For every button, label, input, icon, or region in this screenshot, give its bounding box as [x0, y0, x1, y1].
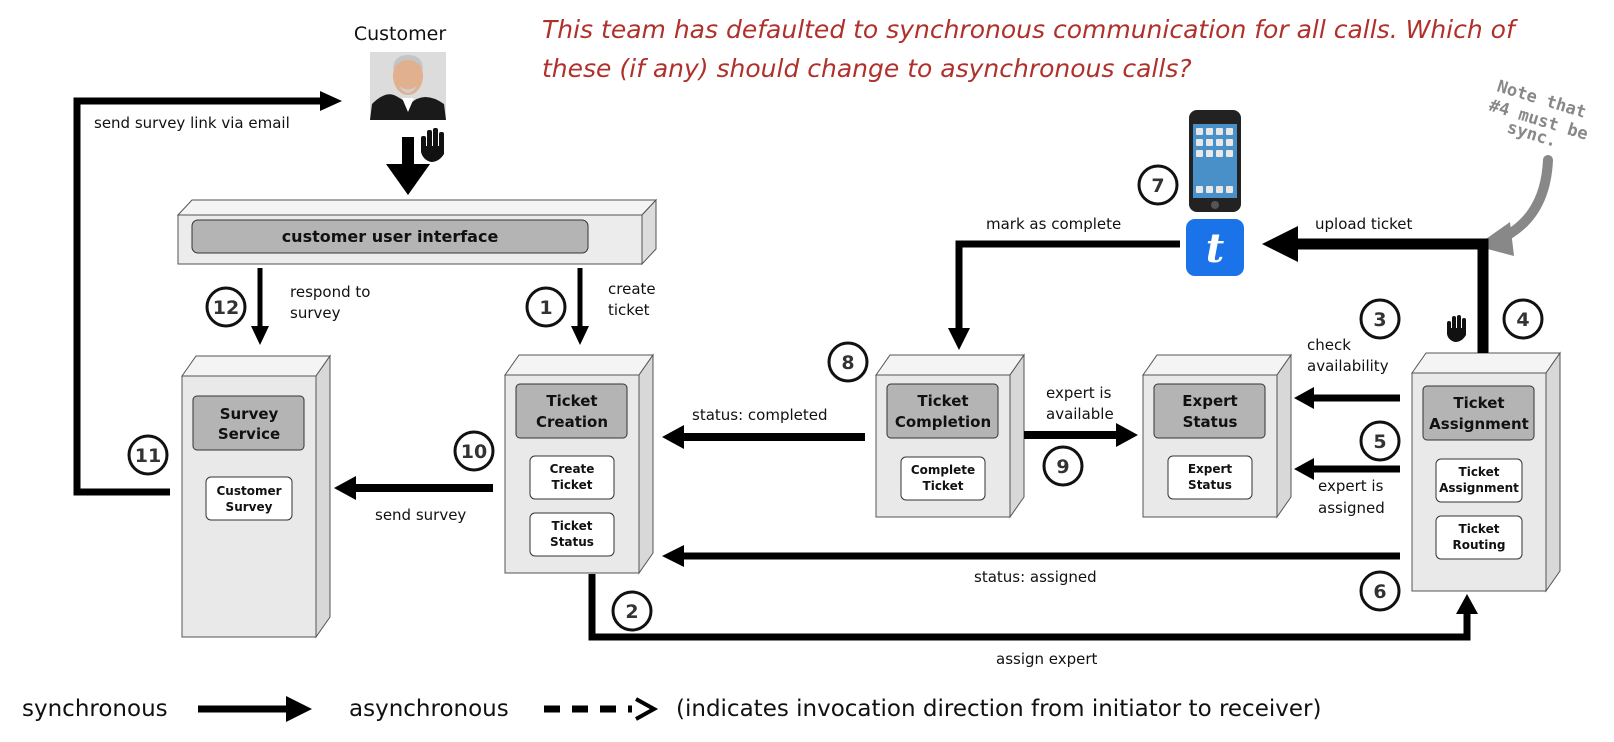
- survey-service-title-1: Survey: [220, 405, 279, 423]
- customer-survey-comp-1: Customer: [216, 484, 281, 498]
- label-expert-avail-1: expert is: [1046, 384, 1112, 402]
- badge-11: [127, 434, 169, 476]
- badge-12: [205, 286, 247, 328]
- hand-icon: [421, 128, 444, 162]
- badge-5: [1359, 420, 1401, 462]
- arrow-assign-expert: [588, 574, 1471, 641]
- ui-bar-label: customer user interface: [282, 227, 499, 246]
- ticket-assignment-title-2: Assignment: [1429, 415, 1529, 433]
- survey-service-box: Survey Service Customer Survey: [181, 354, 331, 639]
- badges: 1 2 3 4 5 6 7 8 9 10 11 12: [127, 164, 1544, 632]
- svg-text:10: 10: [461, 441, 487, 463]
- ticket-completion-title-2: Completion: [895, 413, 991, 431]
- ticket-status-comp-1: Ticket: [552, 519, 593, 533]
- ticket-creation-box: Ticket Creation Create Ticket Ticket Sta…: [504, 353, 654, 575]
- label-send-survey-link: send survey link via email: [94, 114, 290, 132]
- customer-label: Customer: [354, 23, 446, 45]
- complete-ticket-comp-2: Ticket: [923, 479, 964, 493]
- label-assign-expert: assign expert: [996, 650, 1098, 668]
- svg-text:5: 5: [1373, 431, 1386, 453]
- arrow-send-survey-link: [73, 97, 324, 496]
- survey-service-title-2: Service: [218, 425, 280, 443]
- question-line-1: This team has defaulted to synchronous c…: [542, 15, 1518, 44]
- customer-survey-comp-2: Survey: [226, 500, 273, 514]
- badge-2: [611, 590, 653, 632]
- create-ticket-comp-1: Create: [550, 462, 595, 476]
- badge-9: [1042, 445, 1084, 487]
- badge-6: [1359, 570, 1401, 612]
- svg-text:11: 11: [135, 445, 161, 467]
- ui-bar: customer user interface: [176, 198, 658, 266]
- label-expert-avail-2: available: [1046, 405, 1114, 423]
- label-status-assigned: status: assigned: [974, 568, 1097, 586]
- customer-avatar: [370, 52, 446, 120]
- ticket-routing-comp-2: Routing: [1452, 538, 1505, 552]
- badge-1: [525, 286, 567, 328]
- phone-icon: [1189, 110, 1241, 212]
- complete-ticket-comp-1: Complete: [911, 463, 975, 477]
- badge-8: [827, 341, 869, 383]
- svg-text:1: 1: [539, 297, 552, 319]
- expert-status-title-1: Expert: [1182, 392, 1237, 410]
- expert-status-box: Expert Status Expert Status: [1142, 353, 1292, 519]
- label-status-completed: status: completed: [692, 406, 828, 424]
- badge-10: [453, 430, 495, 472]
- label-create-2: ticket: [608, 301, 650, 319]
- ticket-assignment-box: Ticket Assignment Ticket Assignment Tick…: [1411, 351, 1561, 593]
- ticket-status-comp-2: Status: [550, 535, 594, 549]
- svg-text:3: 3: [1373, 309, 1386, 331]
- legend-async-label: asynchronous: [349, 696, 509, 722]
- app-icon: t: [1186, 219, 1244, 276]
- svg-text:12: 12: [213, 297, 239, 319]
- label-send-survey: send survey: [375, 506, 466, 524]
- legend-async-arrowhead: [635, 697, 659, 721]
- ticket-assignment-comp-2: Assignment: [1439, 481, 1519, 495]
- app-icon-letter: t: [1206, 225, 1225, 272]
- svg-text:6: 6: [1373, 581, 1386, 603]
- label-expert-assigned-2: assigned: [1318, 499, 1385, 517]
- label-check-2: availability: [1307, 357, 1389, 375]
- legend-note: (indicates invocation direction from ini…: [676, 696, 1321, 722]
- ticket-creation-title-1: Ticket: [546, 392, 597, 410]
- ticket-assignment-comp-1: Ticket: [1459, 465, 1500, 479]
- ticket-creation-title-2: Creation: [536, 413, 608, 431]
- ticket-completion-box: Ticket Completion Complete Ticket: [875, 353, 1025, 519]
- legend: synchronous asynchronous (indicates invo…: [22, 696, 1321, 722]
- label-create-1: create: [608, 280, 656, 298]
- ticket-completion-title-1: Ticket: [917, 392, 968, 410]
- arrow-mark-complete: [955, 240, 1180, 330]
- badge-4: [1502, 298, 1544, 340]
- label-respond-2: survey: [290, 304, 341, 322]
- label-mark-complete: mark as complete: [986, 215, 1121, 233]
- hand-icon: [1447, 315, 1466, 342]
- label-respond-1: respond to: [290, 283, 370, 301]
- expert-status-comp-2: Status: [1188, 478, 1232, 492]
- svg-text:8: 8: [841, 352, 854, 374]
- label-expert-assigned-1: expert is: [1318, 477, 1384, 495]
- label-upload-ticket: upload ticket: [1315, 215, 1413, 233]
- question-line-2: these (if any) should change to asynchro…: [542, 54, 1192, 83]
- label-check-1: check: [1307, 336, 1351, 354]
- legend-sync-label: synchronous: [22, 696, 168, 722]
- svg-text:4: 4: [1516, 309, 1529, 331]
- ticket-assignment-title-1: Ticket: [1453, 394, 1504, 412]
- handwritten-note: Note that #4 must be sync.: [1476, 77, 1590, 256]
- expert-status-title-2: Status: [1183, 413, 1238, 431]
- expert-status-comp-1: Expert: [1188, 462, 1233, 476]
- ticket-routing-comp-1: Ticket: [1459, 522, 1500, 536]
- svg-text:2: 2: [625, 601, 638, 623]
- badge-3: [1359, 298, 1401, 340]
- create-ticket-comp-2: Ticket: [552, 478, 593, 492]
- badge-7: [1137, 164, 1179, 206]
- svg-text:7: 7: [1151, 175, 1164, 197]
- svg-text:9: 9: [1056, 456, 1069, 478]
- arrow-upload-ticket: [1296, 238, 1489, 353]
